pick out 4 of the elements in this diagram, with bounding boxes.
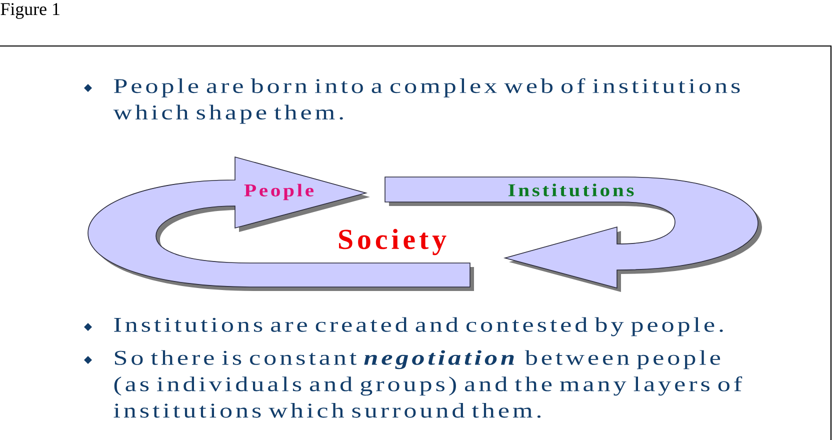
bullet-text: So there is constant negotiation between people (as individuals and groups) and the many layers of institutions which surround them. xyxy=(114,350,742,418)
figure-title: Figure 1 xyxy=(0,3,60,19)
bullet-text: Institutions are created and contested by people. xyxy=(114,317,723,336)
bullet-text: People are born into a complex web of institutions which shape them. xyxy=(113,78,740,124)
